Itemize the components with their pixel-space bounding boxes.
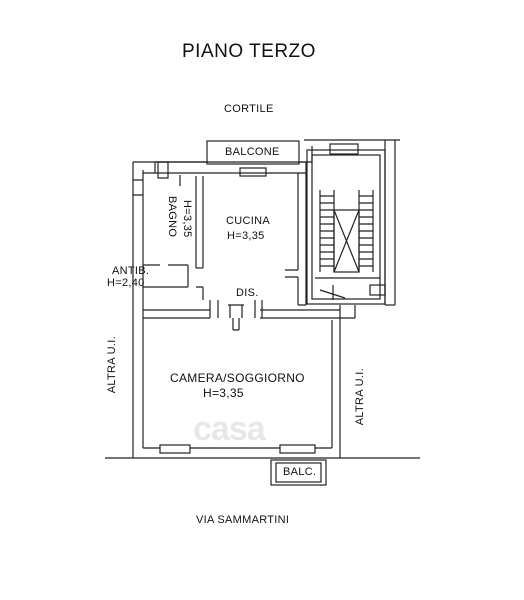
left-adjacent-text: ALTRA U.I.: [106, 336, 118, 394]
bottom-balcony: [270, 459, 327, 486]
cucina-stair-wall: [297, 162, 307, 305]
street-label: VIA SAMMARTINI: [196, 514, 290, 526]
bagno-height: H=3,35: [181, 200, 193, 238]
cucina-label: CUCINA: [226, 215, 270, 227]
dis-label: DIS.: [236, 287, 259, 299]
courtyard-label: CORTILE: [224, 103, 274, 115]
cucina-height: H=3,35: [227, 230, 265, 242]
antib-label: ANTIB.: [112, 265, 150, 277]
camera-wall-right: [331, 305, 341, 458]
camera-height: H=3,35: [203, 386, 244, 400]
camera-wall-left: [132, 318, 144, 458]
outer-wall-left: [132, 162, 144, 318]
left-adjacent-label: ALTRA U.I.: [106, 336, 118, 394]
plan-title: PIANO TERZO: [182, 41, 316, 62]
top-balcony: [206, 140, 300, 165]
bagno-height-vertical: H=3,35: [181, 200, 193, 238]
dis-walls: [143, 309, 340, 319]
bagno-cucina-wall: [195, 176, 204, 268]
watermark-logo: casa: [193, 410, 266, 449]
bagno-name: BAGNO: [166, 196, 178, 238]
lift-shaft: [333, 209, 360, 273]
right-adjacent-label: ALTRA U.I.: [354, 368, 366, 426]
camera-label: CAMERA/SOGGIORNO: [170, 371, 305, 385]
top-balcony-label: BALCONE: [225, 146, 280, 158]
camera-wall-bottom: [133, 447, 340, 459]
bagno-label-vertical: BAGNO: [166, 196, 178, 238]
right-adjacent-text: ALTRA U.I.: [354, 368, 366, 426]
outer-wall-top: [155, 161, 307, 174]
antib-height: H=2,40: [107, 277, 145, 289]
antib-wall: [143, 264, 188, 288]
bottom-balcony-label: BALC.: [283, 466, 317, 478]
watermark-text: casa: [193, 410, 266, 448]
